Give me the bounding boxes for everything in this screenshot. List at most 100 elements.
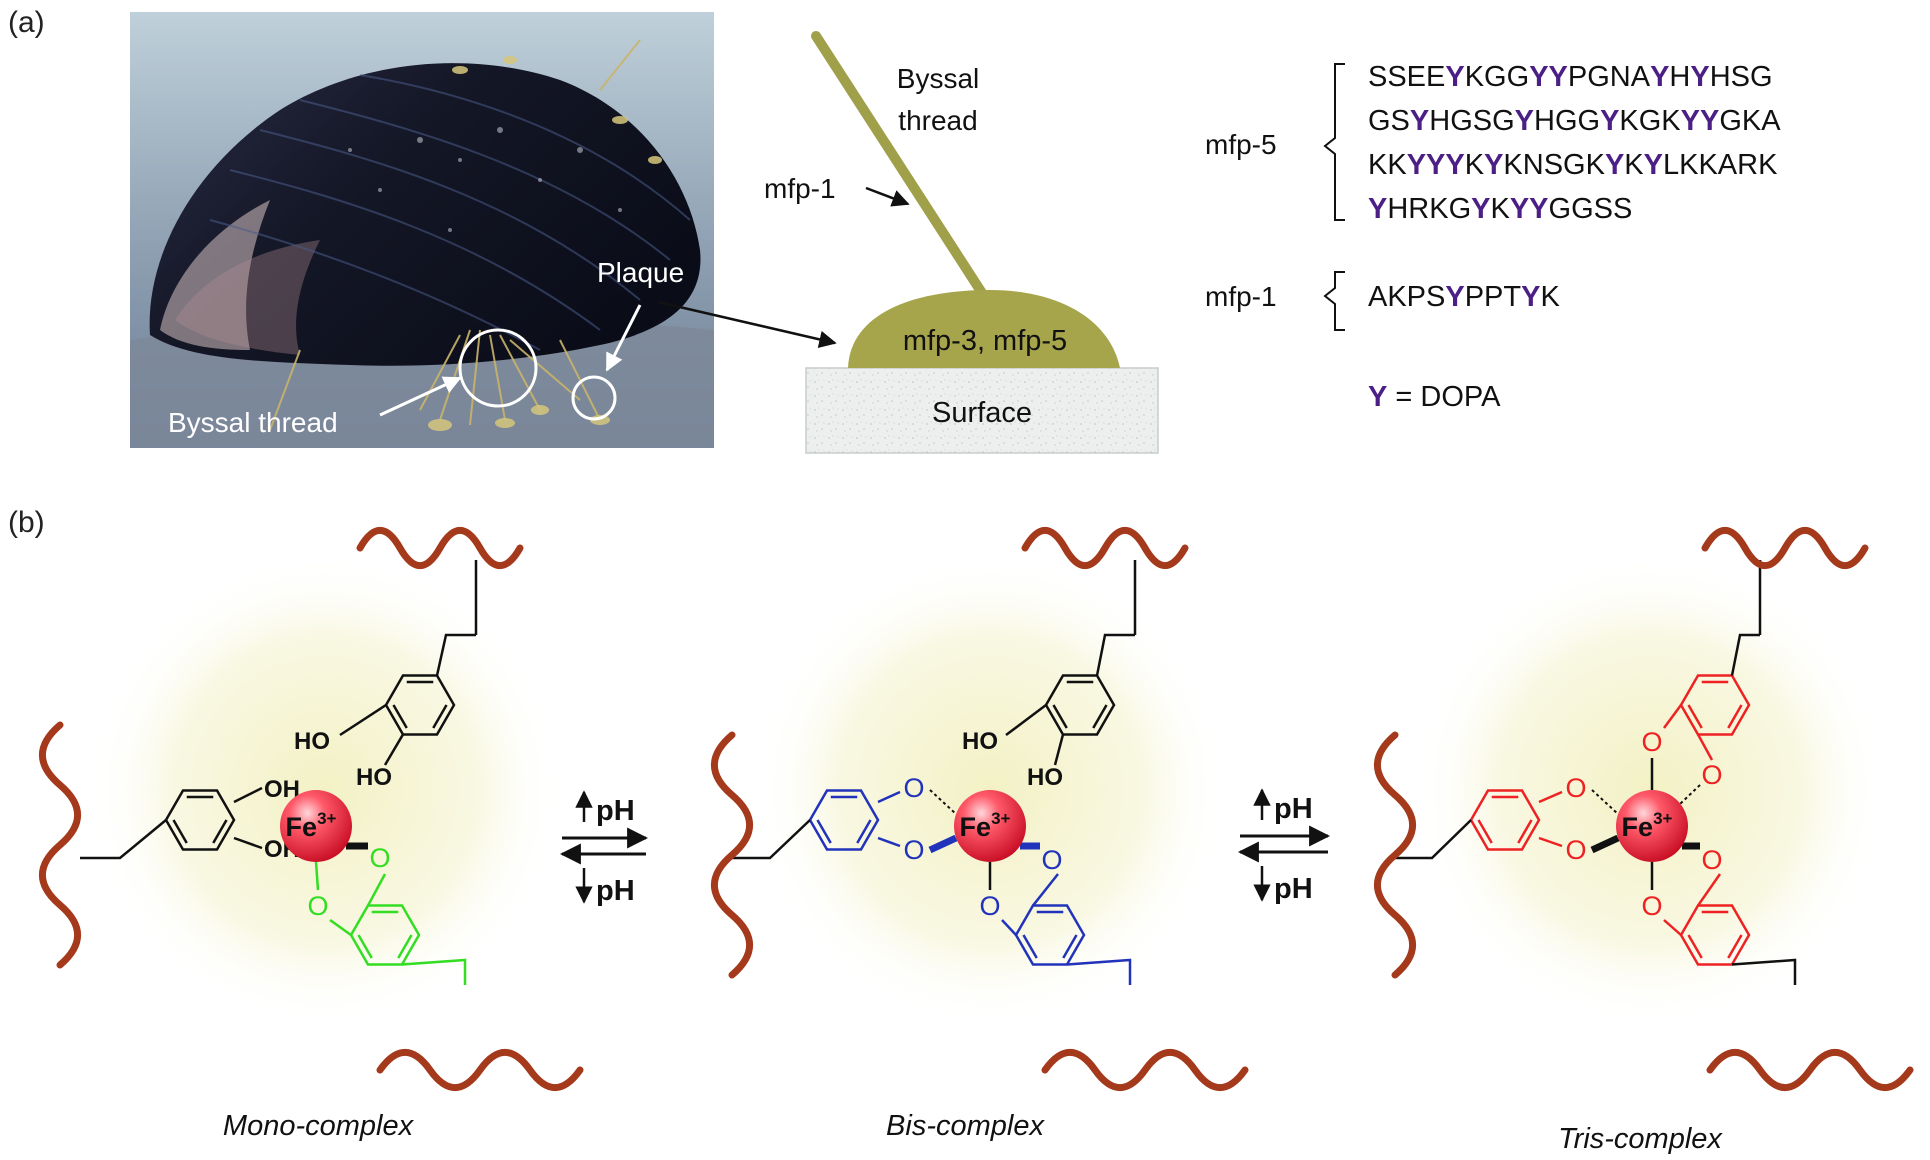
mfp5-brace <box>1323 63 1345 221</box>
hydroxyl-group: HO <box>294 728 330 755</box>
dopa-residue: Y <box>1368 193 1387 225</box>
mfp1-brace <box>1323 271 1345 331</box>
mussel-shell <box>149 63 701 366</box>
mfp5-sequence-line: YHRKGYKYYGGSS <box>1368 193 1632 225</box>
dopa-residue: Y <box>1410 105 1429 137</box>
byssal-schematic: Byssal thread mfp-1 mfp-3, mfp-5 Surface <box>764 31 1159 454</box>
sequence-segment: AKPS <box>1368 281 1445 313</box>
polymer-chain <box>1706 1049 1914 1091</box>
schematic-plaque-label: mfp-3, mfp-5 <box>903 325 1067 357</box>
polymer-chain <box>1701 527 1869 569</box>
oxygen-atom: O <box>1565 835 1586 865</box>
iron-ion <box>1616 790 1688 862</box>
oxygen-atom: O <box>1641 727 1662 757</box>
iron-label: Fe3+ <box>286 809 337 842</box>
oxygen-atom: O <box>903 773 924 803</box>
dopa-residue: Y <box>1515 105 1534 137</box>
oxygen-atom: O <box>979 891 1000 921</box>
photo-to-plaque-arrow <box>657 300 837 348</box>
tris-glow <box>1415 555 1885 1025</box>
sequence-segment: HRKG <box>1387 193 1471 225</box>
sequence-segment: SSEE <box>1368 61 1445 93</box>
sequence-segment: LKKARK <box>1663 149 1778 181</box>
equilibrium-bis-tris: pH pH <box>1237 788 1331 905</box>
oxygen-atom: O <box>369 843 390 873</box>
dopa-residue: YYY <box>1407 149 1465 181</box>
sequence-segment: H <box>1669 61 1690 93</box>
dopa-residue: Y <box>1650 61 1669 93</box>
bis-complex-label: Bis-complex <box>886 1110 1045 1142</box>
mfp5-sequence-line: SSEEYKGGYYPGNAYHYHSG <box>1368 61 1773 93</box>
polymer-chain <box>38 721 82 969</box>
dopa-residue: YY <box>1681 105 1720 137</box>
byssal-thread-arrow <box>379 376 462 417</box>
dopa-legend-text: = DOPA <box>1387 381 1501 413</box>
sequence-segment: KNSGK <box>1503 149 1605 181</box>
dopa-residue: Y <box>1690 61 1709 93</box>
oxygen-atom: O <box>1701 845 1722 875</box>
dopa-symbol: Y <box>1368 381 1387 413</box>
mono-glow <box>90 555 560 1025</box>
dopa-residue: Y <box>1521 281 1540 313</box>
ph-down-label: pH <box>596 875 635 907</box>
dopa-residue: Y <box>1484 149 1503 181</box>
sequence-segment: K <box>1540 281 1560 313</box>
polymer-chain <box>1373 731 1417 979</box>
mono-complex-label: Mono-complex <box>223 1110 415 1142</box>
sequence-segment: KGG <box>1465 61 1529 93</box>
mfp5-name: mfp-5 <box>1205 129 1277 160</box>
ph-down-label: pH <box>1274 873 1313 905</box>
polymer-chain <box>710 731 754 979</box>
mfp1-sequence-line: AKPSYPPTYK <box>1368 281 1560 313</box>
oxygen-atom: O <box>307 891 328 921</box>
iron-ion <box>280 790 352 862</box>
sequence-block: mfp-5 SSEEYKGGYYPGNAYHYHSG GSYHGSGYHGGYK… <box>1205 61 1781 413</box>
plaque-arrow <box>605 304 642 372</box>
polymer-chain <box>1021 527 1189 569</box>
ph-up-label: pH <box>1274 793 1313 825</box>
hydroxyl-group: HO <box>356 764 392 791</box>
sequence-segment: KGK <box>1619 105 1681 137</box>
equilibrium-mono-bis: pH pH <box>559 790 649 907</box>
schematic-thread-label-1: Byssal <box>897 63 979 94</box>
byssal-thread-circle <box>458 328 538 408</box>
mfp1-name: mfp-1 <box>1205 281 1277 312</box>
sequence-segment: PPT <box>1465 281 1522 313</box>
tris-complex-label: Tris-complex <box>1558 1123 1723 1155</box>
sequence-segment: K <box>1465 149 1485 181</box>
mussel-photo: Plaque Byssal thread <box>130 12 714 448</box>
polymer-chain <box>1041 1049 1249 1091</box>
oxygen-atom: O <box>1041 845 1062 875</box>
oxygen-atom: O <box>1565 773 1586 803</box>
sequence-segment: GGSS <box>1549 193 1633 225</box>
oxygen-atom: O <box>1641 891 1662 921</box>
panel-a-label: (a) <box>8 6 45 39</box>
sequence-segment: KK <box>1368 149 1407 181</box>
hydroxyl-group: HO <box>1027 764 1063 791</box>
sequence-segment: PGNA <box>1568 61 1651 93</box>
sequence-segment: K <box>1624 149 1644 181</box>
thread-line <box>811 31 987 298</box>
mfp5-sequence-line: KKYYYKYKNSGKYKYLKKARK <box>1368 149 1778 181</box>
plaque-label: Plaque <box>597 257 684 288</box>
schematic-surface-label: Surface <box>932 397 1032 429</box>
sequence-segment: K <box>1490 193 1510 225</box>
polymer-chain <box>376 1049 584 1091</box>
mfp5-sequence-line: GSYHGSGYHGGYKGKYYGKA <box>1368 105 1781 137</box>
iron-ion <box>954 790 1026 862</box>
polymer-chain <box>356 527 524 569</box>
dopa-residue: YY <box>1510 193 1549 225</box>
sequence-segment: HGSG <box>1429 105 1514 137</box>
dopa-residue: Y <box>1445 61 1464 93</box>
dopa-residue: Y <box>1445 281 1464 313</box>
sequence-segment: HSG <box>1710 61 1773 93</box>
dopa-residue: Y <box>1644 149 1663 181</box>
dopa-residue: Y <box>1471 193 1490 225</box>
hydroxyl-group: HO <box>962 728 998 755</box>
sequence-segment: HGG <box>1534 105 1600 137</box>
mfp1-arrow <box>865 186 910 207</box>
sequence-segment: GKA <box>1719 105 1781 137</box>
